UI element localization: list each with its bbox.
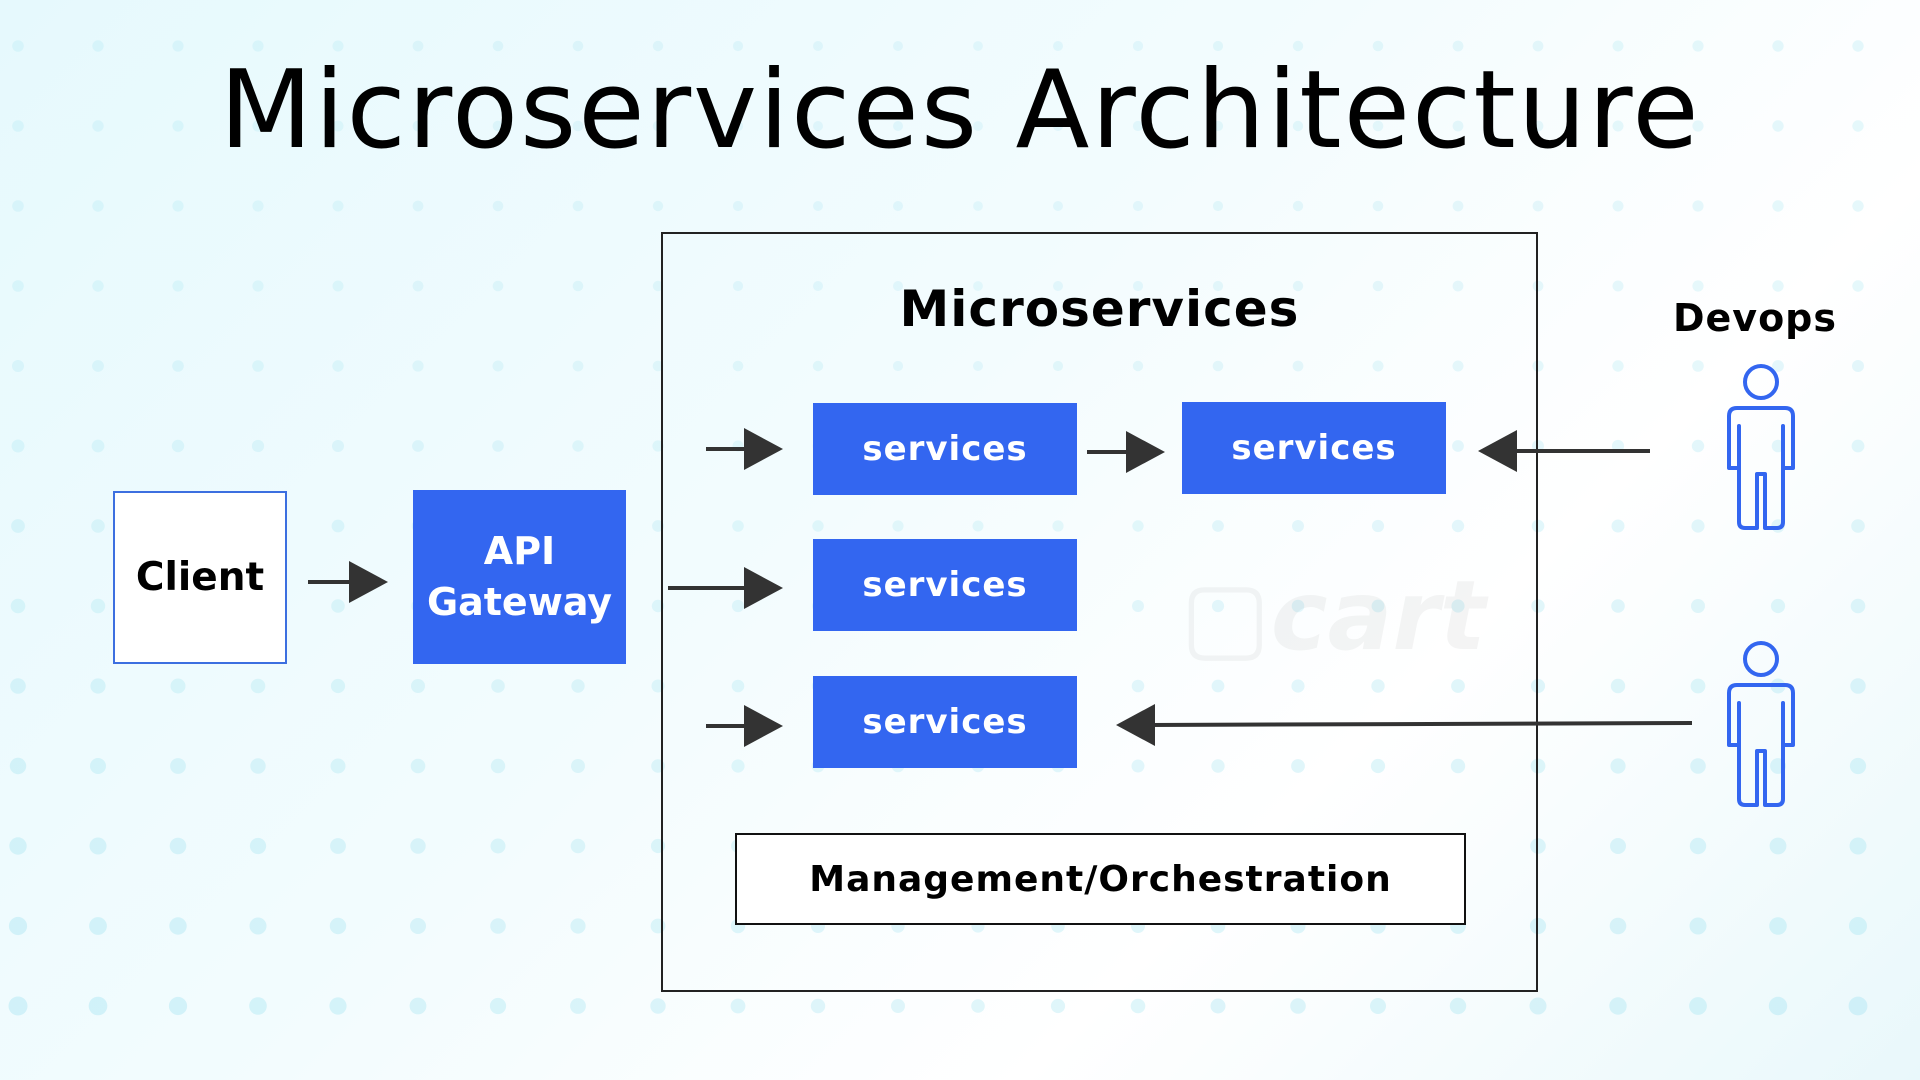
gateway-label-line1: API [483,528,556,573]
person-icon [1727,364,1795,530]
client-box: Client [113,491,287,664]
service-box: services [813,676,1077,768]
service-box: services [813,403,1077,495]
watermark-logo: ▢cart [1180,560,1486,672]
microservices-title: Microservices [899,280,1300,338]
management-orchestration-box: Management/Orchestration [735,833,1466,925]
page-title: Microservices Architecture [219,48,1701,173]
service-box: services [813,539,1077,631]
microservices-container [661,232,1538,992]
arrow-gateway-to-service [668,567,783,609]
service-label: services [862,702,1028,742]
service-label: services [862,429,1028,469]
service-label: services [862,565,1028,605]
gateway-label-line2: Gateway [426,580,613,624]
arrow-into-service [706,428,783,470]
service-box: services [1182,402,1446,494]
api-gateway-box: API Gateway [413,490,626,664]
arrow-devops-to-service [1116,704,1693,746]
client-label: Client [135,555,265,600]
person-icon [1727,641,1795,807]
devops-label: Devops [1672,296,1837,340]
arrow-devops-to-service [1478,430,1650,472]
service-label: services [1231,428,1397,468]
arrow-service-to-service [1087,431,1165,473]
management-label: Management/Orchestration [809,858,1392,900]
arrow-into-service [706,705,783,747]
arrow-client-to-gateway [308,561,388,603]
